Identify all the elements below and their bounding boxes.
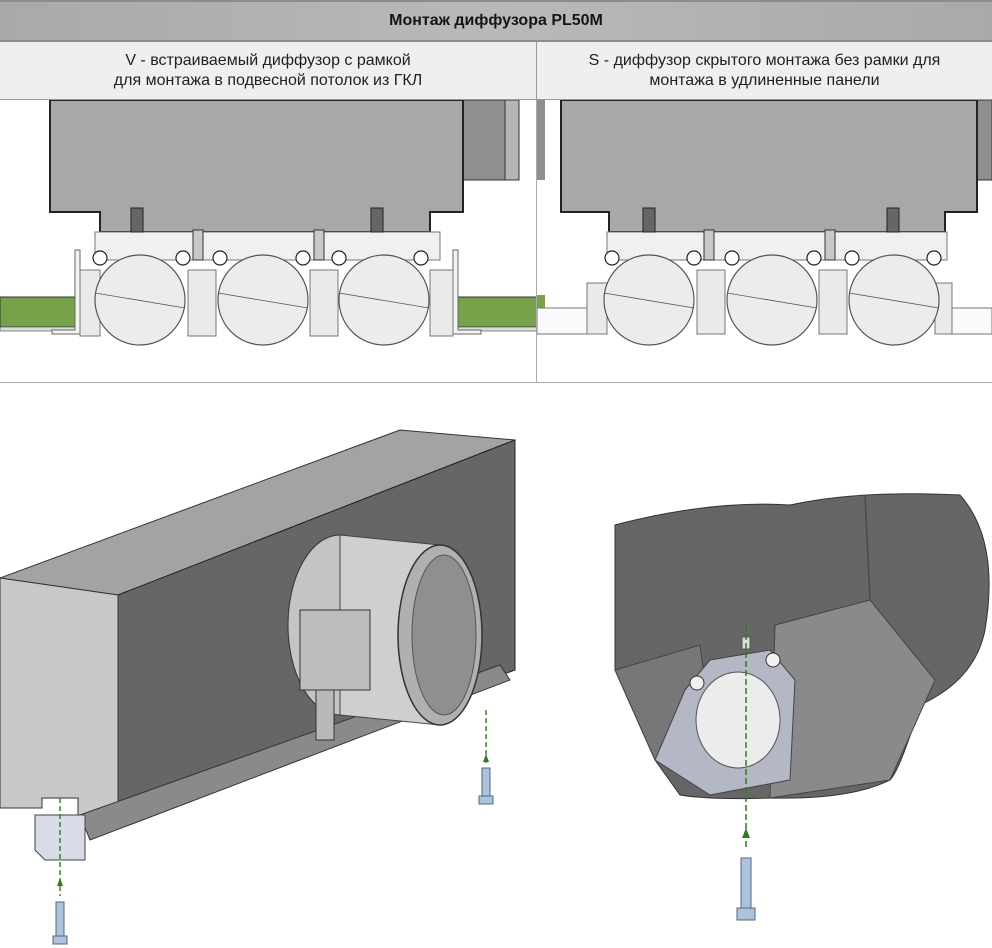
detail-isometric-drawing xyxy=(614,493,990,921)
plenum-isometric-drawing xyxy=(0,429,516,945)
variant-s-header: S - диффузор скрытого монтажа без рамки … xyxy=(537,42,992,100)
roller-3 xyxy=(848,254,940,346)
arrow-head xyxy=(742,828,750,838)
diffuser-roller xyxy=(695,671,781,769)
section-view-s xyxy=(537,100,992,383)
variant-v-header: V - встраиваемый диффузор с рамкой для м… xyxy=(0,42,537,100)
roller-2 xyxy=(726,254,818,346)
roller-1 xyxy=(603,254,695,346)
plenum-box xyxy=(560,100,978,233)
variant-s-line1: S - диффузор скрытого монтажа без рамки … xyxy=(588,51,941,69)
roller-3 xyxy=(338,254,430,346)
plenum-end xyxy=(0,577,119,821)
roller-2 xyxy=(217,254,309,346)
isometric-plenum-view xyxy=(0,420,540,948)
title-bar: Монтаж диффузора PL50M xyxy=(0,0,992,42)
variant-v-line2: для монтажа в подвесной потолок из ГКЛ xyxy=(113,71,423,89)
damper-actuator xyxy=(299,609,371,691)
mounting-bracket xyxy=(34,814,86,861)
screw-right xyxy=(481,767,491,799)
mount-screw xyxy=(740,857,752,909)
page-title: Монтаж диффузора PL50M xyxy=(389,12,603,29)
panel-right xyxy=(951,307,992,335)
section-drawing-s xyxy=(537,100,992,346)
section-view-v xyxy=(0,100,537,383)
roller-1 xyxy=(94,254,186,346)
variant-s-line2: монтажа в удлиненные панели xyxy=(649,71,880,89)
screw-left xyxy=(55,901,65,939)
drywall-right xyxy=(457,296,536,328)
arrow-head-left xyxy=(57,878,63,886)
panel-left xyxy=(537,307,588,335)
section-drawing-v xyxy=(0,100,536,346)
variant-v-line1: V - встраиваемый диффузор с рамкой xyxy=(125,51,411,69)
plenum-box xyxy=(49,100,464,233)
drywall-left xyxy=(0,296,76,328)
isometric-detail-view xyxy=(590,480,992,948)
